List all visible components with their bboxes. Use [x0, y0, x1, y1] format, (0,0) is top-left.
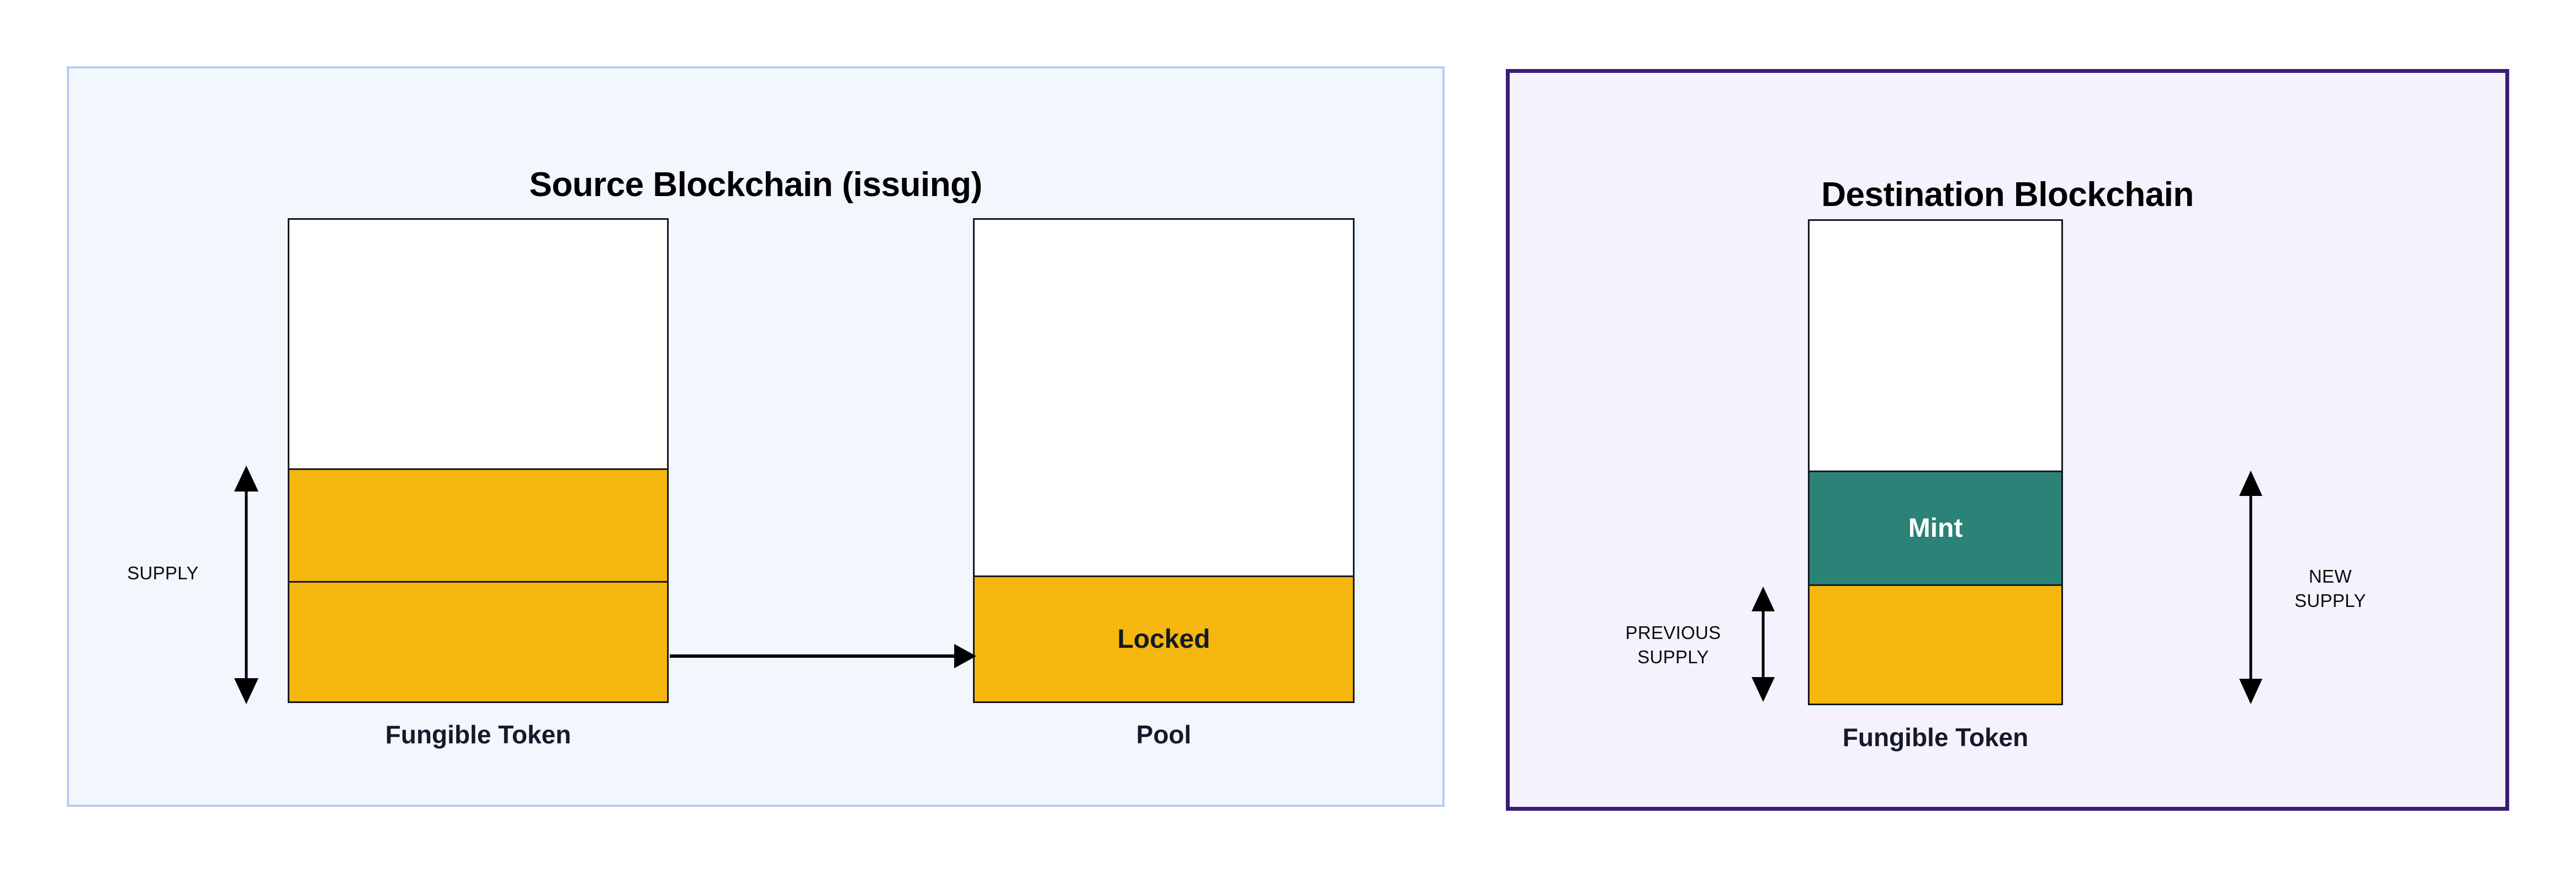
- previous-supply-dimension-label: PREVIOUS SUPPLY: [1625, 622, 1721, 667]
- source-token-segment-upper-supply: [289, 468, 667, 582]
- destination-token-segment-empty: [1810, 221, 2061, 471]
- destination-fungible-token-caption: Fungible Token: [1842, 723, 2029, 752]
- destination-token-segment-previous-supply: [1810, 584, 2061, 704]
- pool-segment-empty: [975, 220, 1353, 575]
- source-fungible-token-bar: [288, 218, 669, 703]
- destination-panel-title: Destination Blockchain: [1821, 176, 2194, 214]
- pool-caption: Pool: [1136, 720, 1192, 749]
- pool-bar: Locked: [973, 218, 1355, 703]
- source-fungible-token-caption: Fungible Token: [385, 720, 572, 749]
- pool-segment-locked: Locked: [975, 575, 1353, 701]
- source-panel-title: Source Blockchain (issuing): [529, 166, 982, 204]
- source-token-segment-empty: [289, 220, 667, 468]
- destination-token-segment-mint: Mint: [1810, 470, 2061, 585]
- source-token-segment-lower-supply: [289, 581, 667, 701]
- supply-dimension-label: SUPPLY: [127, 563, 199, 583]
- new-supply-dimension-label: NEW SUPPLY: [2294, 566, 2366, 611]
- destination-fungible-token-bar: Mint: [1808, 219, 2063, 705]
